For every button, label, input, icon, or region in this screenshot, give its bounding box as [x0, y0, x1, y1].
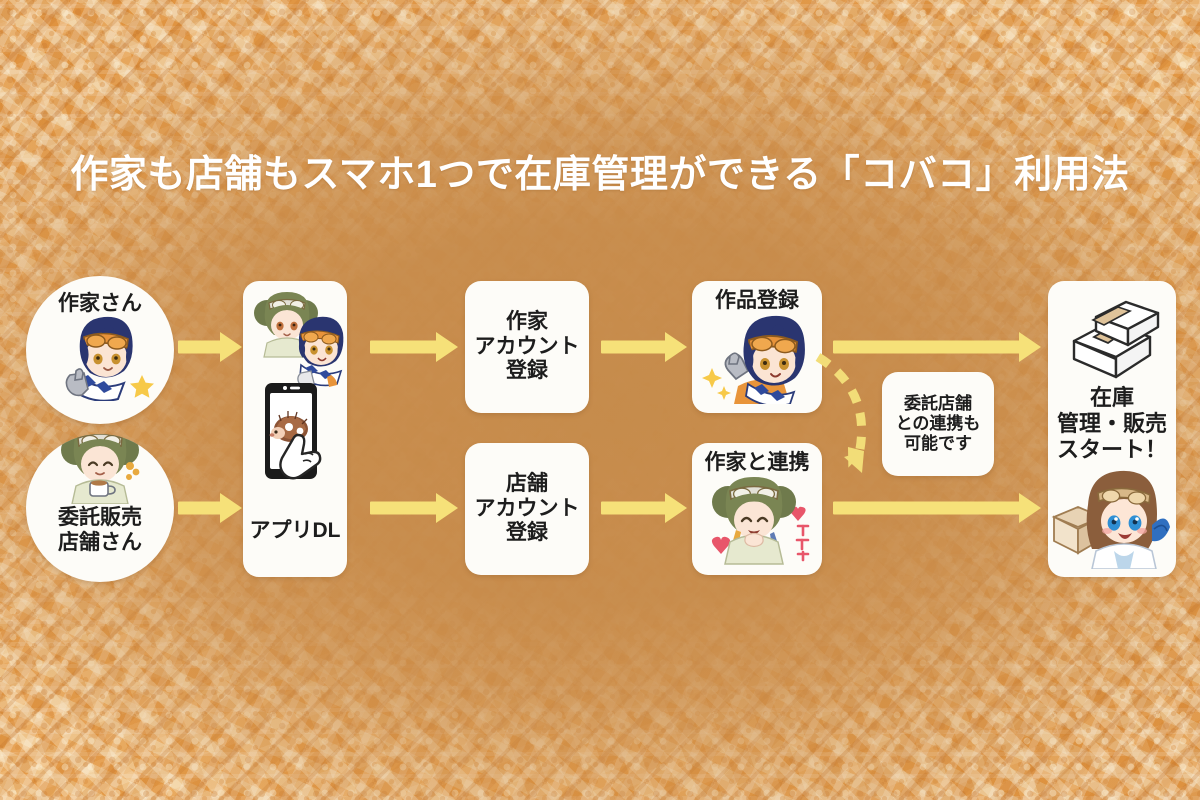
step-label-app-download: アプリDL [249, 519, 341, 542]
arrow-link-to-goal [833, 493, 1041, 523]
step-node-link-artist[interactable]: 作家と連携 [692, 443, 822, 575]
actor-node-shop[interactable]: 委託販売 店舗さん [26, 434, 174, 582]
artist-character-icon [694, 312, 820, 404]
step-label-shop-account: 店舗 アカウント 登録 [474, 471, 580, 545]
page-title: 作家も店舗もスマホ1つで在庫管理ができる「コバコ」利用法 [70, 154, 1130, 196]
actor-node-artist[interactable]: 作家さん [26, 276, 174, 424]
shop-owner-avatar-icon [46, 434, 154, 504]
step-label-link-artist: 作家と連携 [704, 451, 810, 474]
note-consignment: 委託店舗 との連携も 可能です [882, 372, 994, 476]
step-node-app-download[interactable]: アプリDL [243, 281, 347, 577]
step-label-artist-account: 作家 アカウント 登録 [474, 309, 580, 383]
step-node-artist-account[interactable]: 作家 アカウント 登録 [465, 281, 589, 413]
shop-character-icon [694, 474, 820, 566]
actor-label-artist: 作家さん [58, 292, 142, 315]
step-node-work-register[interactable]: 作品登録 [692, 281, 822, 413]
arrow-shop-account-to-link [601, 493, 687, 523]
arrow-work-to-goal [833, 332, 1041, 362]
artist-avatar-icon [46, 313, 154, 401]
arrow-app-to-artist-account [370, 332, 458, 362]
arrow-artist-to-app [178, 332, 242, 362]
smartphone-tap-icon [243, 287, 347, 515]
goal-label-inventory-start: 在庫 管理・販売 スタート！ [1056, 385, 1167, 462]
arrow-artist-account-to-work [601, 332, 687, 362]
cardboard-boxes-icon [1060, 293, 1164, 379]
note-label-consignment: 委託店舗 との連携も 可能です [895, 393, 981, 454]
delivery-girl-icon [1048, 465, 1176, 569]
step-label-work-register: 作品登録 [715, 289, 799, 312]
arrow-shop-to-app [178, 493, 242, 523]
step-node-shop-account[interactable]: 店舗 アカウント 登録 [465, 443, 589, 575]
actor-label-shop: 委託販売 店舗さん [58, 506, 142, 554]
goal-node-inventory-start[interactable]: 在庫 管理・販売 スタート！ [1048, 281, 1176, 577]
arrow-app-to-shop-account [370, 493, 458, 523]
